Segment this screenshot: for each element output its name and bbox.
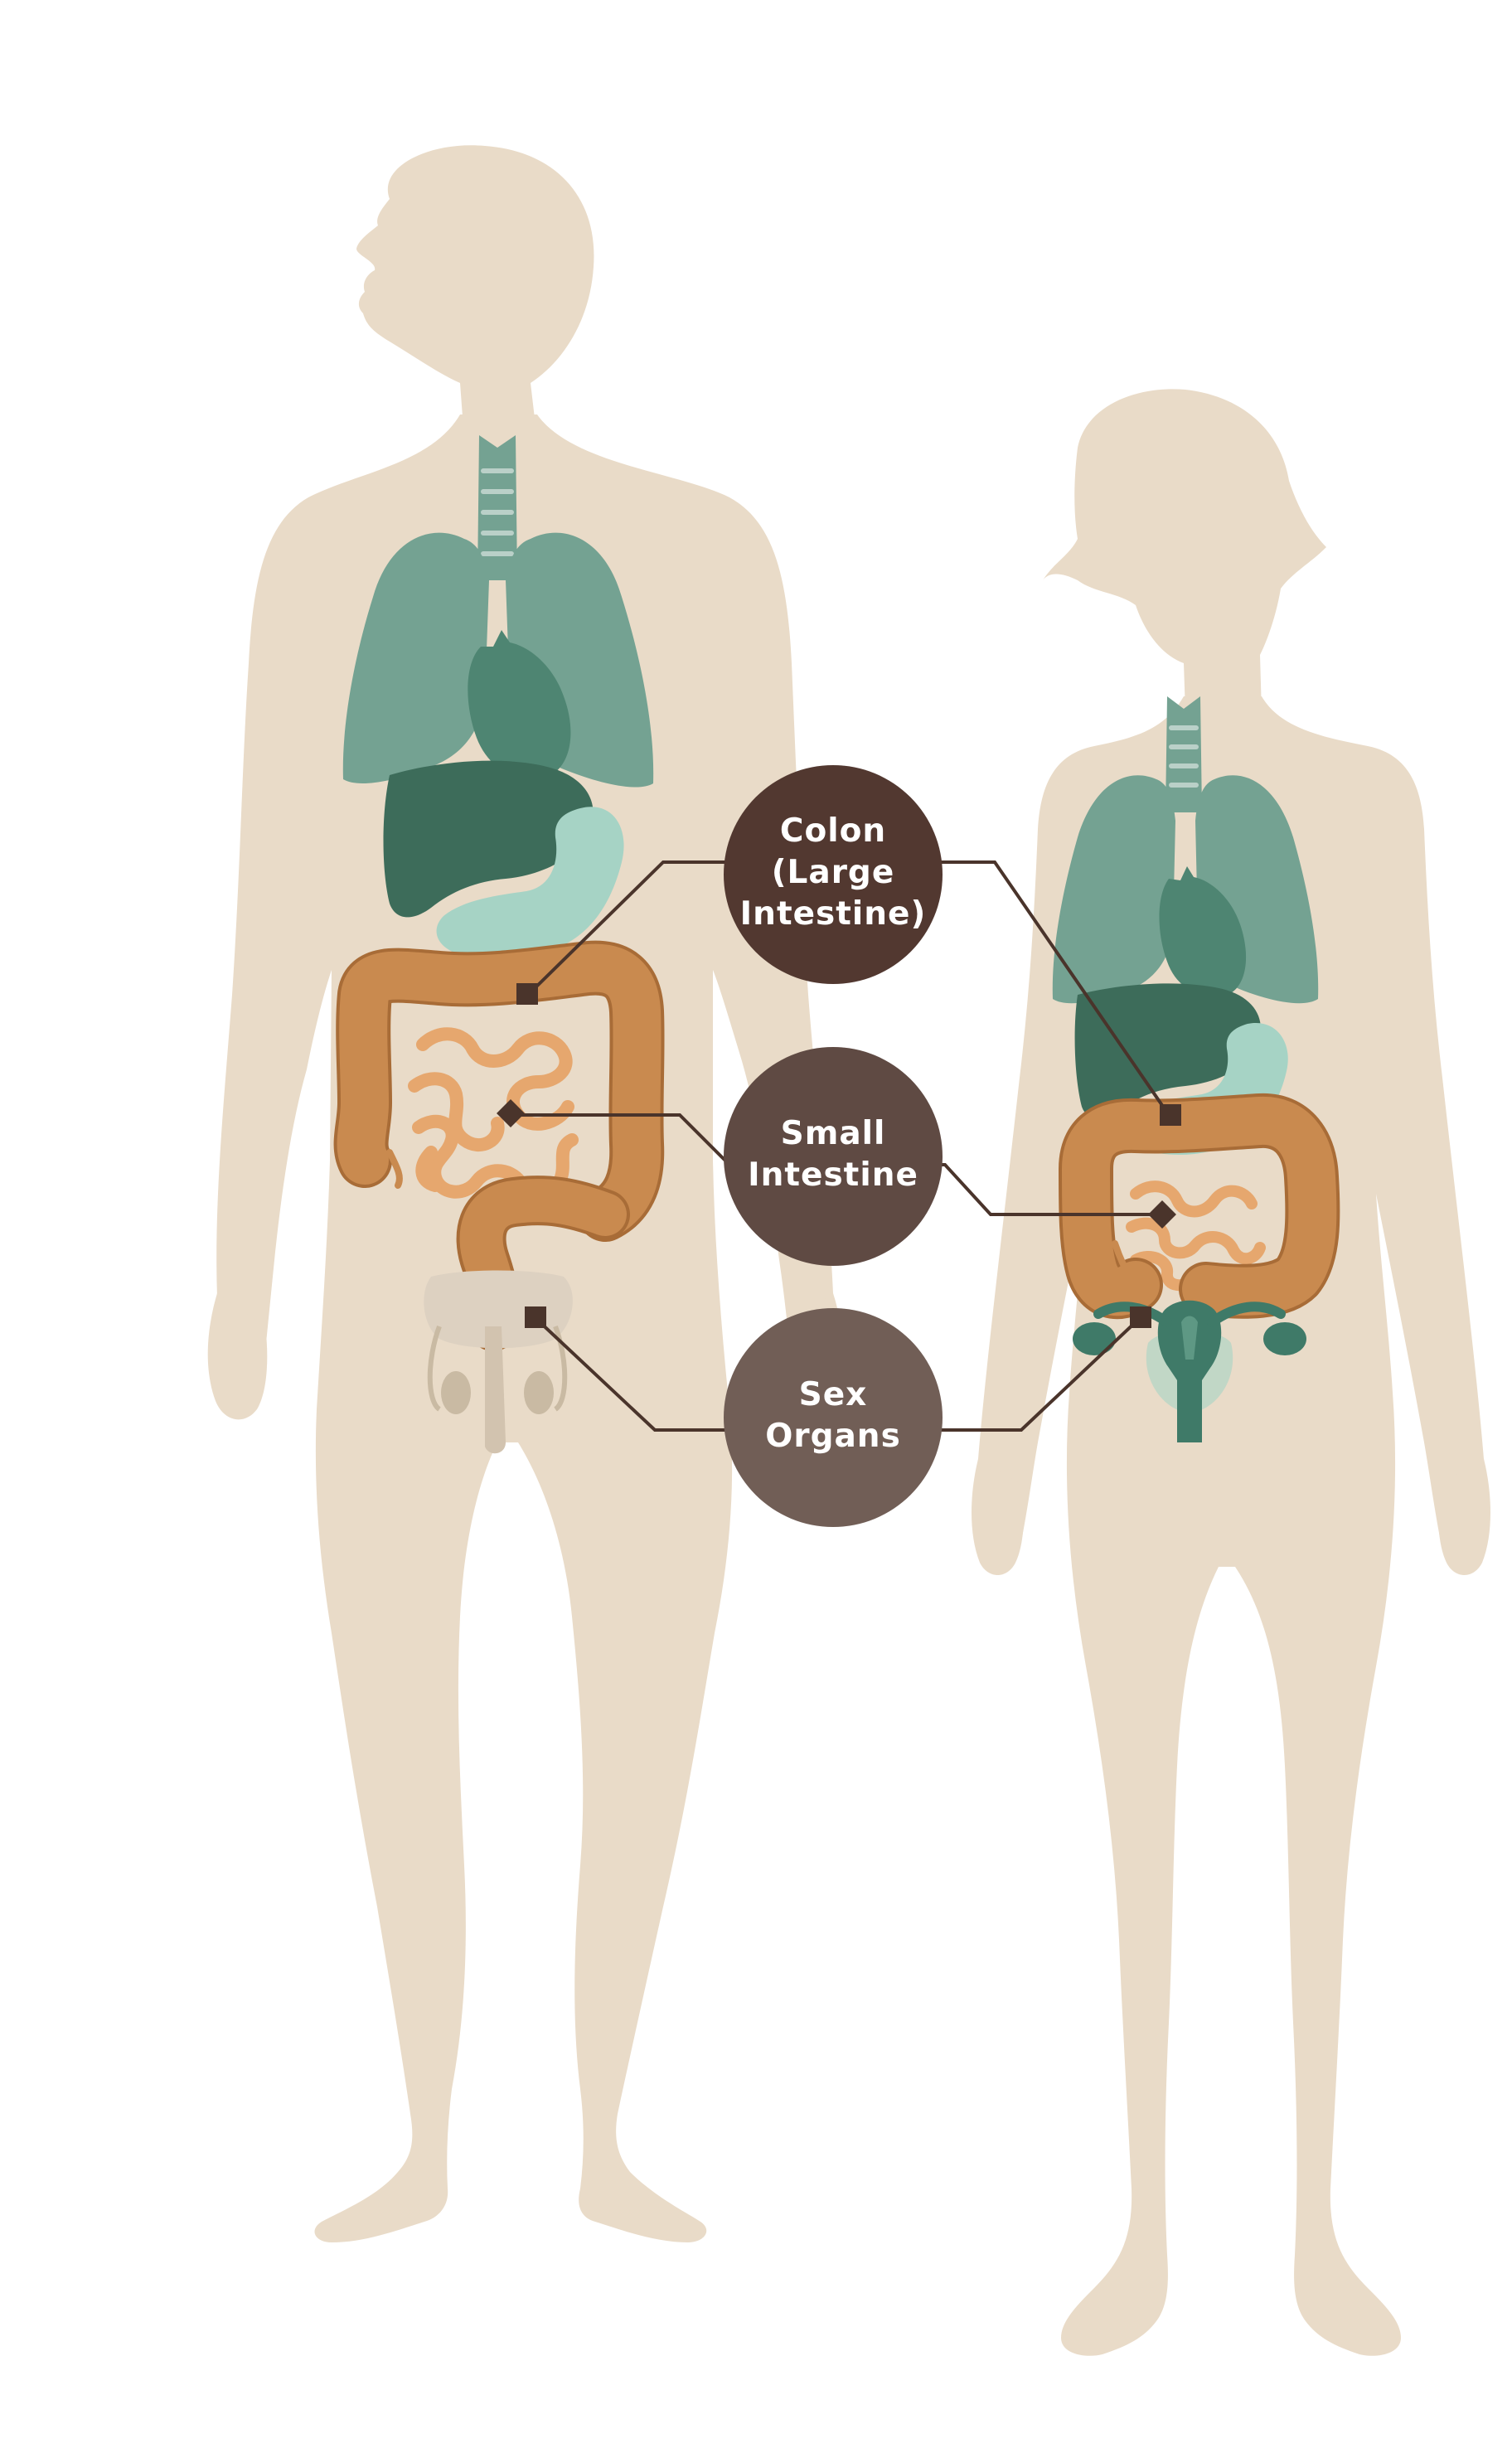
label-small-intestine-line-1: Small [781, 1115, 886, 1152]
small-intestine-marker-female [1148, 1200, 1176, 1229]
male-trachea [477, 435, 517, 580]
label-small-intestine-line-2: Intestine [748, 1156, 918, 1194]
label-sex-organs-circle [724, 1308, 943, 1527]
colon-marker-female [1160, 1104, 1181, 1126]
female-sex-organs [1073, 1300, 1306, 1442]
male-stomach [436, 807, 624, 961]
label-colon-line-3: Intestine) [740, 895, 927, 933]
label-colon-circle [724, 765, 943, 984]
sex-organs-connector-female [937, 1316, 1141, 1432]
label-sex-organs-line-1: Sex [799, 1376, 868, 1413]
male-liver [383, 760, 594, 918]
colon-connector-female [937, 860, 1170, 1117]
sex-organs-marker-female [1130, 1306, 1151, 1328]
sex-organs-marker-male [525, 1306, 546, 1328]
label-colon: Colon (Large Intestine) [724, 765, 943, 984]
sex-organs-connector-male [534, 1316, 729, 1432]
label-small-intestine: Small Intestine [724, 1047, 943, 1266]
colon-connector-male [526, 860, 729, 996]
small-intestine-connector-male [512, 1113, 731, 1166]
colon-marker-male [516, 983, 538, 1005]
male-sex-organs [424, 1270, 573, 1454]
female-colon [1059, 1093, 1340, 1320]
male-heart [468, 630, 571, 779]
female-trachea [1166, 696, 1202, 812]
label-sex-organs: Sex Organs [724, 1308, 943, 1527]
label-small-intestine-circle [724, 1047, 943, 1266]
label-colon-line-1: Colon [780, 812, 886, 850]
female-liver [1074, 983, 1261, 1119]
female-figure [972, 389, 1490, 2356]
label-sex-organs-line-2: Organs [765, 1418, 901, 1455]
female-heart [1159, 866, 1247, 997]
small-intestine-marker-male [497, 1099, 525, 1127]
label-colon-line-2: (Large [772, 854, 895, 891]
markers [497, 983, 1181, 1328]
